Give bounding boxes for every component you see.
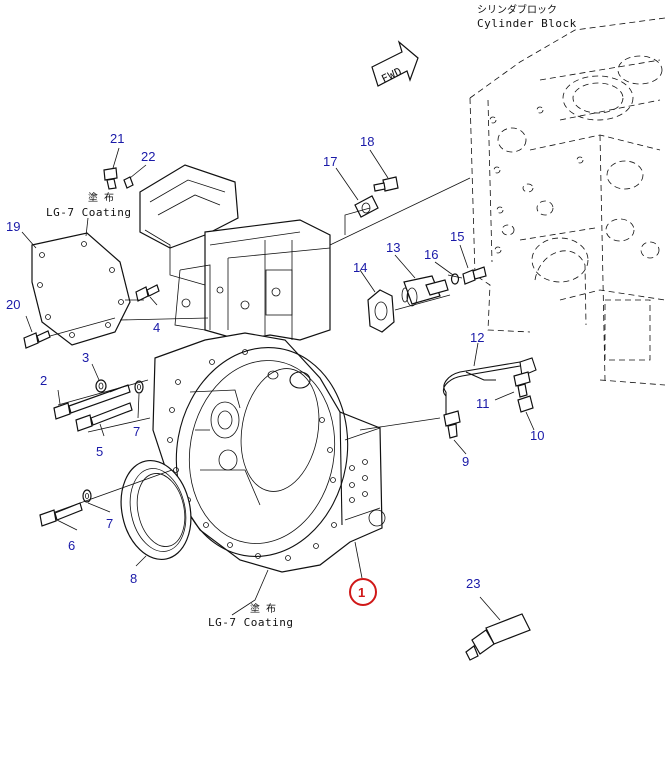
callout-3[interactable]: 3 xyxy=(82,350,89,365)
callout-14[interactable]: 14 xyxy=(353,260,367,275)
callout-17[interactable]: 17 xyxy=(323,154,337,169)
callout-21[interactable]: 21 xyxy=(110,131,124,146)
washer-16-drawing xyxy=(450,273,460,285)
bolt-21-drawing xyxy=(103,167,118,190)
bolt-5-drawing xyxy=(75,402,133,432)
leader-lines xyxy=(21,147,535,621)
callout-15[interactable]: 15 xyxy=(450,229,464,244)
fwd-arrow: FWD xyxy=(371,40,419,87)
sensor-13-drawing xyxy=(401,275,449,307)
clamp-10-drawing xyxy=(517,395,534,413)
tool-23-drawing xyxy=(465,613,531,661)
bolt-11-drawing xyxy=(513,371,531,398)
callout-1[interactable]: 1 xyxy=(358,585,365,600)
washer-7b-drawing xyxy=(82,489,92,503)
washer-7a-drawing xyxy=(134,380,144,394)
callout-10[interactable]: 10 xyxy=(530,428,544,443)
callout-6[interactable]: 6 xyxy=(68,538,75,553)
bolt-18-drawing xyxy=(373,176,399,192)
coating-note-1-jp: 塗 布 xyxy=(88,191,114,204)
callout-2[interactable]: 2 xyxy=(40,373,47,388)
cylinder-block-drawing xyxy=(469,17,665,386)
bolt-6-drawing xyxy=(39,502,83,527)
block-label-jp: シリンダブロック xyxy=(477,3,557,16)
plug-17-drawing xyxy=(354,195,379,218)
bolt-4-drawing xyxy=(135,284,160,302)
callout-5[interactable]: 5 xyxy=(96,444,103,459)
washer-3-drawing xyxy=(95,379,107,393)
bolt-20-drawing xyxy=(23,330,51,349)
harness-12-drawing xyxy=(442,357,537,420)
callout-18[interactable]: 18 xyxy=(360,134,374,149)
callout-20[interactable]: 20 xyxy=(6,297,20,312)
bolt-15-drawing xyxy=(462,266,487,285)
bolt-2-drawing xyxy=(53,384,131,420)
coating-note-2-jp: 塗 布 xyxy=(250,602,276,615)
coating-note-2-en: LG-7 Coating xyxy=(208,616,293,629)
cover-plate-drawing xyxy=(31,232,131,346)
flywheel-housing-drawing xyxy=(139,164,386,573)
callout-7b[interactable]: 7 xyxy=(106,516,113,531)
callout-9[interactable]: 9 xyxy=(462,454,469,469)
callout-8[interactable]: 8 xyxy=(130,571,137,586)
callout-11[interactable]: 11 xyxy=(476,396,490,411)
callout-23[interactable]: 23 xyxy=(466,576,480,591)
oil-seal-drawing xyxy=(120,459,192,561)
pin-22-drawing xyxy=(123,176,134,189)
callout-1-highlight-circle xyxy=(349,578,377,606)
sensor-9-drawing xyxy=(443,410,461,439)
callout-16[interactable]: 16 xyxy=(424,247,438,262)
callout-4[interactable]: 4 xyxy=(153,320,160,335)
callout-19[interactable]: 19 xyxy=(6,219,20,234)
gasket-14-drawing xyxy=(367,289,395,333)
coating-note-1-en: LG-7 Coating xyxy=(46,206,131,219)
callout-12[interactable]: 12 xyxy=(470,330,484,345)
callout-13[interactable]: 13 xyxy=(386,240,400,255)
callout-7a[interactable]: 7 xyxy=(133,424,140,439)
block-label-en: Cylinder Block xyxy=(477,17,577,30)
callout-22[interactable]: 22 xyxy=(141,149,155,164)
